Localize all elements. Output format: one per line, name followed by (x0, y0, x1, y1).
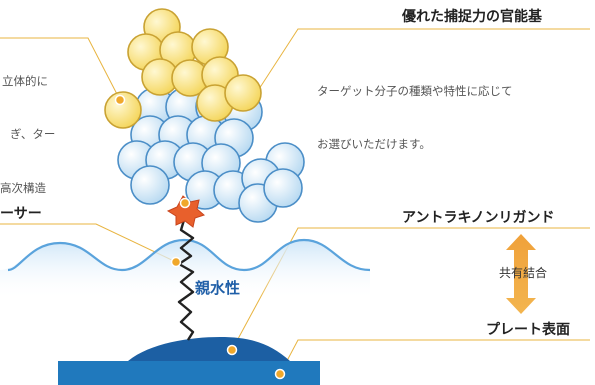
right-heading: 優れた捕捉力の官能基 (402, 9, 542, 25)
guide-line-plate (279, 339, 590, 375)
guide-line-ligand (231, 227, 590, 351)
covalent-bond-label: 共有結合 (499, 266, 548, 280)
hydrophilic-wave-line (7, 238, 371, 272)
hydrophilic-wave-fill (0, 240, 370, 300)
left-description-line: 高次構造 (0, 180, 46, 195)
guide-line-spacer (0, 223, 177, 263)
left-description-line: ぎ、ター (10, 127, 56, 142)
plate-surface-label: プレート表面 (486, 322, 570, 338)
ligand-mound (128, 337, 290, 361)
spacer-label: ーサー (0, 206, 42, 222)
guide-line-left-text (0, 37, 121, 101)
right-description-line: ターゲット分子の種類や特性に応じて (317, 83, 513, 98)
right-description-line: お選びいただけます。 (317, 137, 431, 152)
ligand-label: アントラキノンリガンド (402, 210, 555, 226)
right-description: ターゲット分子の種類や特性に応じて お選びいただけます。 (317, 47, 513, 172)
yellow-spheres (104, 8, 262, 129)
left-description-line: 立体的に (2, 73, 48, 88)
hydrophilic-label: 親水性 (195, 279, 241, 297)
covalent-bond-arrow (506, 234, 536, 314)
anchor-dots (114, 94, 286, 380)
left-description: 立体的に ぎ、ター 高次構造 (0, 37, 55, 215)
anthraquinone-ligand-shape (166, 195, 205, 228)
spacer-chain (177, 219, 195, 341)
